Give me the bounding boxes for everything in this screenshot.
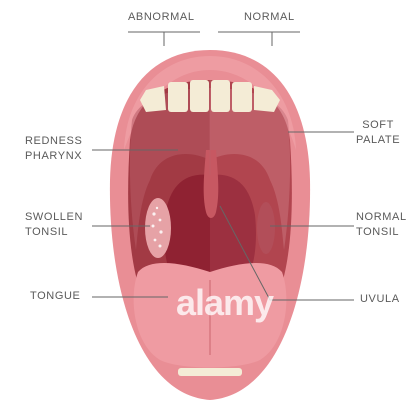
label-swollen-tonsil: SWOLLEN TONSIL xyxy=(25,210,83,240)
uvula xyxy=(204,150,219,218)
swollen-tonsil xyxy=(145,198,171,258)
normal-header: NORMAL xyxy=(244,10,295,25)
normal-tonsil xyxy=(257,202,275,254)
abnormal-header: ABNORMAL xyxy=(128,10,195,25)
watermark: alamy xyxy=(176,282,273,324)
label-palate-line2: PALATE xyxy=(356,133,400,148)
lower-teeth xyxy=(178,368,242,376)
label-pharynx-line2: PHARYNX xyxy=(25,149,82,164)
header-brackets xyxy=(128,32,300,46)
label-tonsil-line2: TONSIL xyxy=(356,225,407,240)
label-uvula: UVULA xyxy=(360,292,400,307)
label-redness-pharynx: REDNESS PHARYNX xyxy=(25,134,82,164)
label-normal-line1: NORMAL xyxy=(356,210,407,225)
label-tonsil-line2: TONSIL xyxy=(25,225,83,240)
label-tongue: TONGUE xyxy=(30,289,80,304)
label-soft-palate: SOFT PALATE xyxy=(356,118,400,148)
label-redness-line1: REDNESS xyxy=(25,134,82,149)
label-normal-tonsil: NORMAL TONSIL xyxy=(356,210,407,240)
label-swollen-line1: SWOLLEN xyxy=(25,210,83,225)
label-soft-line1: SOFT xyxy=(356,118,400,133)
